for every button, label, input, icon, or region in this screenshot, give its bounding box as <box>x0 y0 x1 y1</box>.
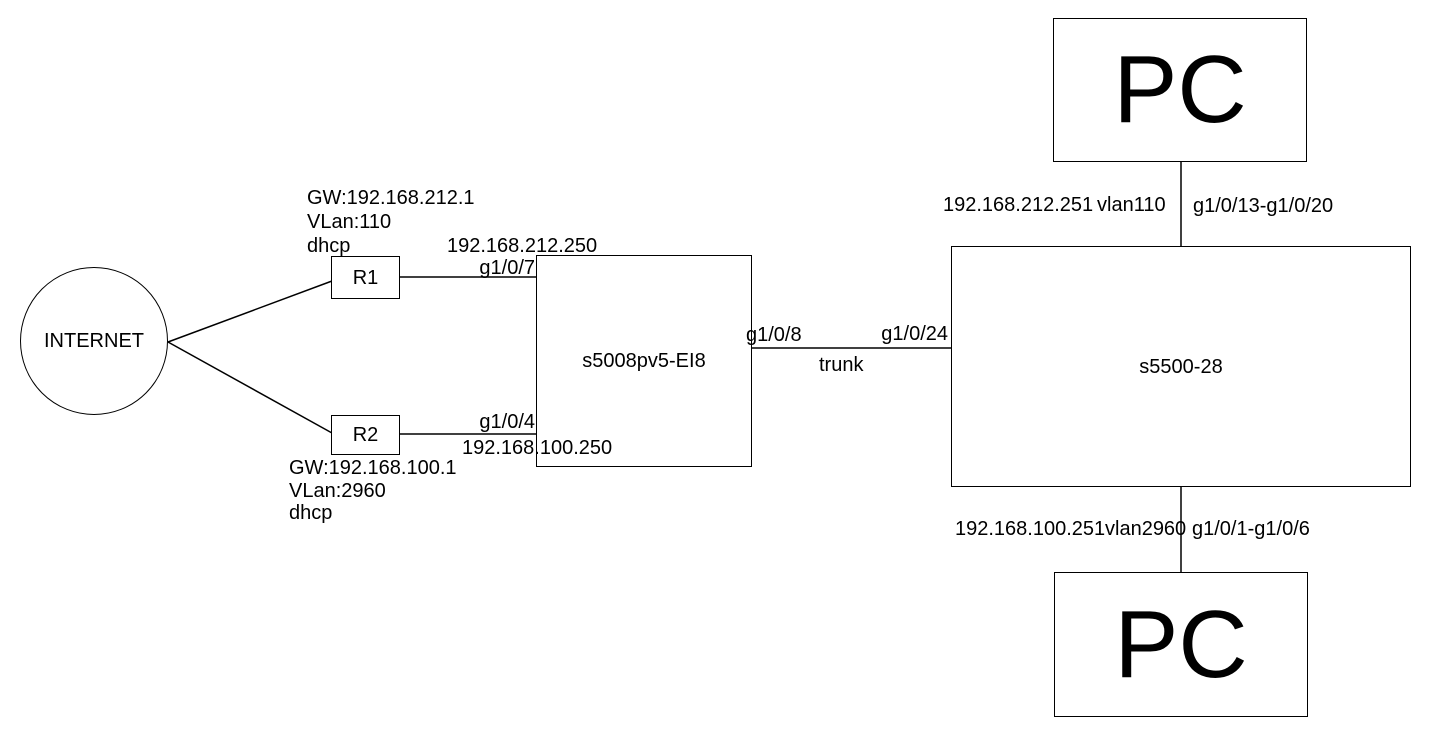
pc-bottom-node: PC <box>1054 572 1308 717</box>
r2-vlan-label: VLan:2960 <box>289 480 386 502</box>
r2-link-port-label: g1/0/4 <box>479 411 535 433</box>
r2-dhcp-label: dhcp <box>289 502 333 524</box>
switch-s5500-label: s5500-28 <box>1139 355 1223 378</box>
r1-gateway-label: GW:192.168.212.1 <box>307 187 475 209</box>
trunk-label: trunk <box>819 354 864 376</box>
switch-s5500-node: s5500-28 <box>951 246 1411 487</box>
pc-top-node: PC <box>1053 18 1307 162</box>
switch-s5008pv5-label: s5008pv5-EI8 <box>582 350 706 372</box>
router-r1-node: R1 <box>331 256 400 299</box>
router-r2-node: R2 <box>331 415 400 455</box>
trunk-right-port-label: g1/0/24 <box>881 323 948 345</box>
router-r1-label: R1 <box>352 266 379 289</box>
pc-bottom-ports-label: g1/0/1-g1/0/6 <box>1192 518 1310 540</box>
pc-top-vlan-label: vlan110 <box>1097 194 1166 216</box>
pc-bottom-ip-label: 192.168.100.251 <box>955 518 1106 540</box>
link-internet-r1 <box>167 280 333 343</box>
r1-link-port-label: g1/0/7 <box>479 257 535 279</box>
router-r2-label: R2 <box>352 424 379 446</box>
pc-bottom-vlan-label: vlan2960 <box>1105 518 1187 540</box>
r2-gateway-label: GW:192.168.100.1 <box>289 457 457 479</box>
internet-node: INTERNET <box>20 267 168 415</box>
link-internet-r2 <box>167 341 333 434</box>
pc-top-label: PC <box>1113 36 1247 143</box>
pc-top-ip-label: 192.168.212.251 <box>943 194 1094 216</box>
pc-top-ports-label: g1/0/13-g1/0/20 <box>1193 195 1334 217</box>
r1-dhcp-label: dhcp <box>307 235 351 257</box>
r1-vlan-label: VLan:110 <box>307 211 392 233</box>
trunk-left-port-label: g1/0/8 <box>746 324 802 346</box>
internet-label: INTERNET <box>44 330 144 352</box>
switch-s5008pv5-node: s5008pv5-EI8 <box>536 255 752 467</box>
r2-link-ip-label: 192.168.100.250 <box>462 437 613 459</box>
r1-link-ip-label: 192.168.212.250 <box>447 235 598 257</box>
pc-bottom-label: PC <box>1114 590 1248 698</box>
